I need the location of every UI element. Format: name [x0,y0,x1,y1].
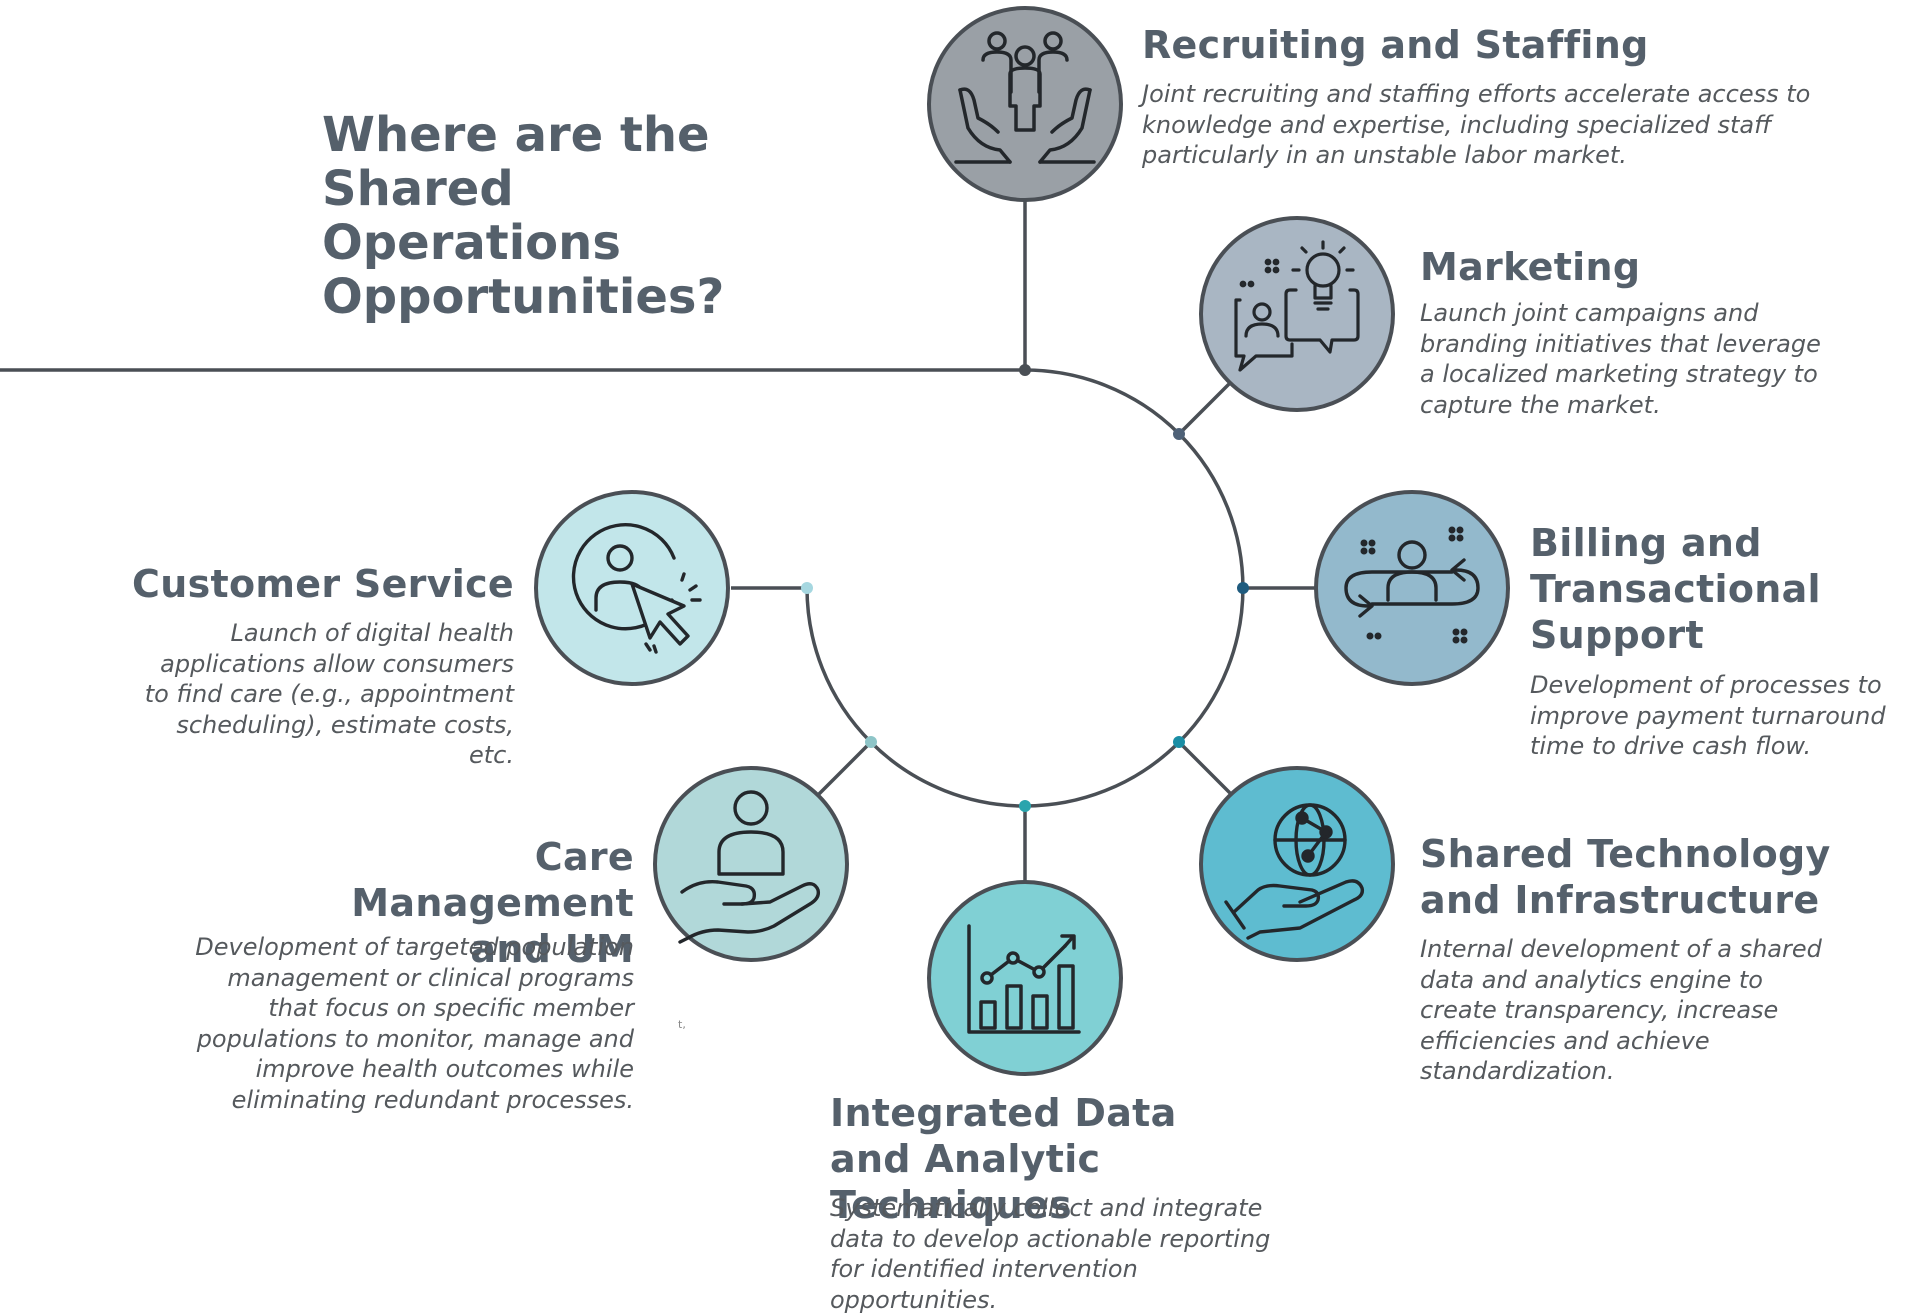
node-desc-data: Systematically collect and integrate dat… [830,1194,1271,1314]
circle-technology [1199,766,1395,962]
node-desc-technology: Internal development of a shared data an… [1420,935,1822,1085]
people-in-hands-icon [954,31,1096,164]
junction-dot-customer [801,582,813,594]
globe-network-hand-icon [1224,803,1365,940]
person-cursor-icon [571,523,702,654]
spoke-care [815,740,873,798]
page-title: Where are the Shared Operations Opportun… [322,107,725,325]
person-cycle-icon [1344,526,1480,644]
junction-dot-recruiting [1019,364,1031,376]
person-on-hand-icon [678,790,821,944]
node-desc-marketing: Launch joint campaigns and branding init… [1420,299,1821,419]
node-desc-care: Development of targeted population manag… [195,933,634,1114]
junction-dot-billing [1237,582,1249,594]
node-desc-billing: Development of processes to improve paym… [1530,671,1886,760]
spoke-technology [1177,740,1235,798]
junction-dot-technology [1173,736,1185,748]
node-title-data: Integrated Data and Analytic Techniques [830,1091,1177,1227]
spoke-marketing [1177,379,1234,436]
junction-dot-data [1019,800,1031,812]
node-title-customer: Customer Service [132,562,514,606]
node-title-marketing: Marketing [1420,245,1641,289]
node-title-recruiting: Recruiting and Staffing [1142,23,1649,67]
circle-marketing [1199,216,1395,412]
junction-dots [801,364,1249,812]
bar-chart-trend-icon [967,924,1081,1034]
stray-mark: t, [678,1018,686,1031]
node-title-care: Care Management and UM [351,835,634,971]
node-title-technology: Shared Technology and Infrastructure [1420,832,1831,922]
circle-recruiting [927,6,1123,202]
junction-dot-marketing [1173,428,1185,440]
circle-data [927,880,1123,1076]
lightbulb-chat-icon [1234,240,1360,372]
junction-dot-care [865,736,877,748]
node-desc-recruiting: Joint recruiting and staffing efforts ac… [1142,80,1811,169]
node-desc-customer: Launch of digital health applications al… [144,619,514,769]
node-title-billing: Billing and Transactional Support [1530,521,1821,657]
